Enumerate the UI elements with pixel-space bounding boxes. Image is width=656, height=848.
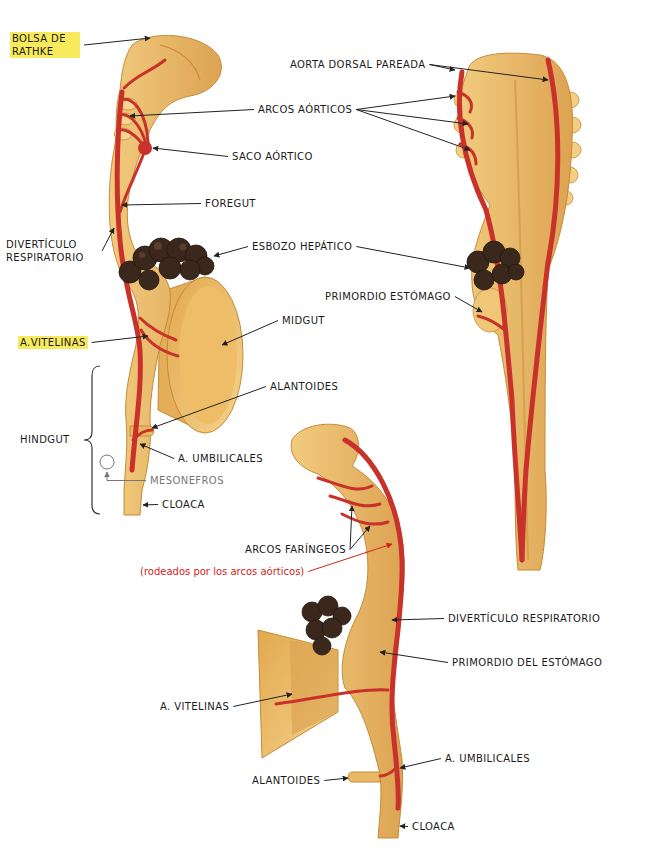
right-embryo-model (454, 53, 581, 570)
part-label: MIDGUT (282, 314, 325, 327)
part-label: HINDGUT (20, 433, 70, 446)
aortic-arch (458, 92, 472, 112)
midgut-opening (179, 286, 237, 424)
yolk-stalk-funnel (258, 630, 338, 758)
dorsal-aorta (345, 440, 402, 808)
right-dorsal-aorta (522, 60, 558, 560)
part-label: DIVERTÍCULO RESPIRATORIO (448, 612, 600, 625)
right-gut-body (459, 53, 572, 570)
leader-line (233, 694, 292, 707)
leader-line (152, 387, 266, 429)
part-label: CLOACA (412, 820, 455, 833)
left-dorsal-aorta (459, 72, 522, 560)
part-label: DIVERTÍCULO RESPIRATORIO (6, 238, 98, 264)
vitelline-artery (141, 330, 178, 356)
leader-line (92, 336, 148, 343)
aortic-arch (330, 496, 380, 506)
head-fold (160, 45, 200, 80)
funnel-shadow (290, 640, 338, 735)
leader-line (429, 65, 548, 81)
right-arteries (458, 60, 558, 560)
leader-line (324, 778, 348, 781)
vitelline-artery (276, 690, 388, 704)
leader-line (350, 526, 370, 550)
note-label: (rodeados por los arcos aórticos) (140, 565, 304, 578)
leader-line (356, 110, 470, 151)
liver-highlight (139, 242, 187, 258)
leader-line (214, 247, 248, 257)
part-label: A. UMBILICALES (178, 452, 263, 465)
part-label: ALANTOIDES (252, 774, 320, 787)
leader-line (107, 472, 146, 481)
leader-line (356, 96, 455, 110)
left-embryo-model (109, 35, 243, 515)
part-label: CLOACA (162, 498, 205, 511)
leader-line (400, 759, 441, 769)
leader-line (455, 297, 482, 313)
leader-line (140, 444, 174, 459)
part-label: ARCOS AÓRTICOS (258, 103, 352, 116)
part-label: FOREGUT (205, 197, 256, 210)
hindgut-bracket (84, 366, 100, 514)
leader-line (102, 228, 114, 251)
part-label: MESONEFROS (150, 474, 224, 487)
leader-line (143, 504, 158, 506)
aortic-sac (138, 141, 152, 155)
part-label: A.VITELINAS (18, 336, 88, 349)
leader-line (380, 652, 448, 663)
umbilical-artery (133, 430, 152, 440)
leader-line (222, 321, 278, 346)
leader-line (392, 619, 444, 621)
part-label: A. VITELINAS (160, 700, 229, 713)
part-label: ALANTOIDES (270, 380, 338, 393)
leader-line (122, 204, 201, 206)
part-label: SACO AÓRTICO (232, 150, 313, 163)
umbilical-artery (380, 768, 396, 776)
aortic-arch (318, 478, 372, 489)
leader-line (130, 110, 254, 117)
part-label: AORTA DORSAL PAREADA (290, 58, 425, 71)
head-artery (124, 60, 165, 88)
vitelline-artery (478, 316, 505, 330)
leader-line (350, 506, 352, 550)
part-label: ESBOZO HEPÁTICO (252, 240, 352, 253)
bottom-arteries (276, 440, 402, 808)
leader-line (400, 826, 408, 828)
leader-line (84, 38, 150, 45)
aortic-arch (342, 514, 388, 524)
liver-bud (119, 238, 214, 290)
leader-line (356, 247, 470, 269)
part-label: ARCOS FARÍNGEOS (245, 543, 346, 556)
part-label: A. UMBILICALES (445, 752, 530, 765)
part-label: PRIMORDIO DEL ESTÓMAGO (452, 656, 602, 669)
liver-bud (467, 241, 524, 290)
aortic-arch (458, 118, 472, 138)
part-label: BOLSA DE RATHKE (10, 32, 80, 58)
part-label: PRIMORDIO ESTÓMAGO (325, 290, 451, 303)
leader-line (356, 110, 468, 125)
gut-tube (109, 35, 221, 515)
liver-bud (302, 596, 351, 655)
mesonephros-circle (100, 455, 114, 469)
leader-line (153, 148, 228, 157)
allantois-tube (348, 772, 380, 782)
dorsal-aorta (117, 92, 140, 470)
outflow-vessel (120, 150, 145, 212)
